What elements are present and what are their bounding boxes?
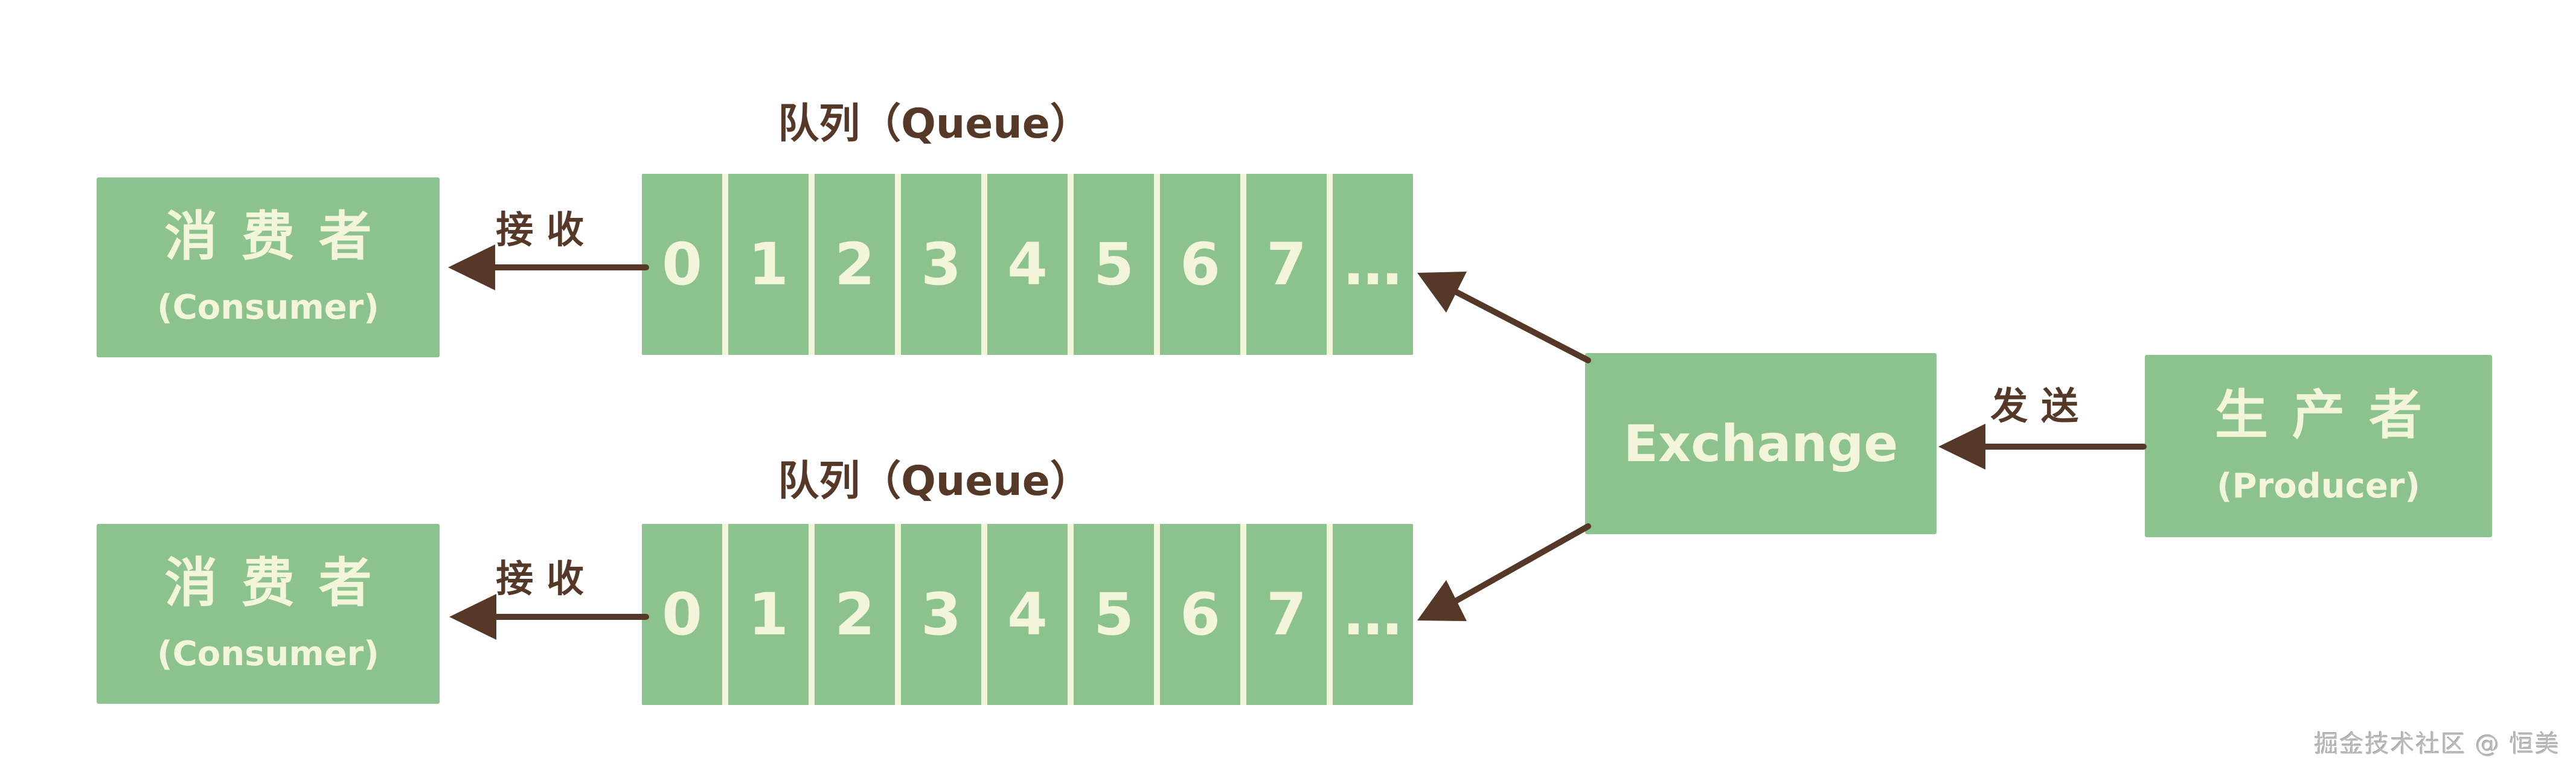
queue-cell: 6 xyxy=(1154,174,1240,355)
exchange-box: Exchange xyxy=(1585,353,1937,534)
watermark: 掘金技术社区 @ 恒美 xyxy=(2314,730,2560,758)
send-label: 发送 xyxy=(1990,384,2092,428)
queue-cell: 4 xyxy=(981,174,1068,355)
queue-cell: 0 xyxy=(662,231,702,298)
queue-cell: 3 xyxy=(895,524,981,705)
send-arrow xyxy=(1938,424,2147,470)
queue-cell: 1 xyxy=(722,174,809,355)
queue-cell: 5 xyxy=(1068,524,1154,705)
receive-bottom-label: 接收 xyxy=(496,557,597,601)
receive-top-label: 接收 xyxy=(496,208,597,252)
exchange-to-bottom-queue-arrow xyxy=(1417,523,1591,621)
queue-cell: 4 xyxy=(981,524,1068,705)
queue-cell: 0 xyxy=(662,581,702,648)
queue-cell: 1 xyxy=(722,524,809,705)
queue-cell: 2 xyxy=(809,524,895,705)
receive-arrow-bottom xyxy=(449,594,649,640)
queue-cell: 3 xyxy=(895,174,981,355)
queue-bottom-label: 队列（Queue） xyxy=(778,458,1091,505)
exchange-title: Exchange xyxy=(1623,414,1898,473)
consumer-bottom-box: 消费者 (Consumer) xyxy=(97,524,440,704)
queue-top-label: 队列（Queue） xyxy=(778,100,1091,148)
queue-cell: … xyxy=(1327,174,1413,355)
producer-title: 生产者 xyxy=(2214,384,2446,446)
consumer-bottom-title: 消费者 xyxy=(164,552,396,614)
queue-cell: … xyxy=(1327,524,1413,705)
queue-cell: 7 xyxy=(1240,524,1327,705)
exchange-to-top-queue-arrow xyxy=(1417,272,1591,363)
consumer-top-subtitle: (Consumer) xyxy=(157,288,379,327)
queue-cell: 6 xyxy=(1154,524,1240,705)
queue-cell: 5 xyxy=(1068,174,1154,355)
consumer-top-box: 消费者 (Consumer) xyxy=(97,177,440,357)
queue-cell: 2 xyxy=(809,174,895,355)
producer-subtitle: (Producer) xyxy=(2216,467,2421,506)
consumer-top-title: 消费者 xyxy=(164,205,396,267)
producer-box: 生产者 (Producer) xyxy=(2145,355,2492,537)
consumer-bottom-subtitle: (Consumer) xyxy=(157,634,379,674)
queue-cell: 7 xyxy=(1240,174,1327,355)
